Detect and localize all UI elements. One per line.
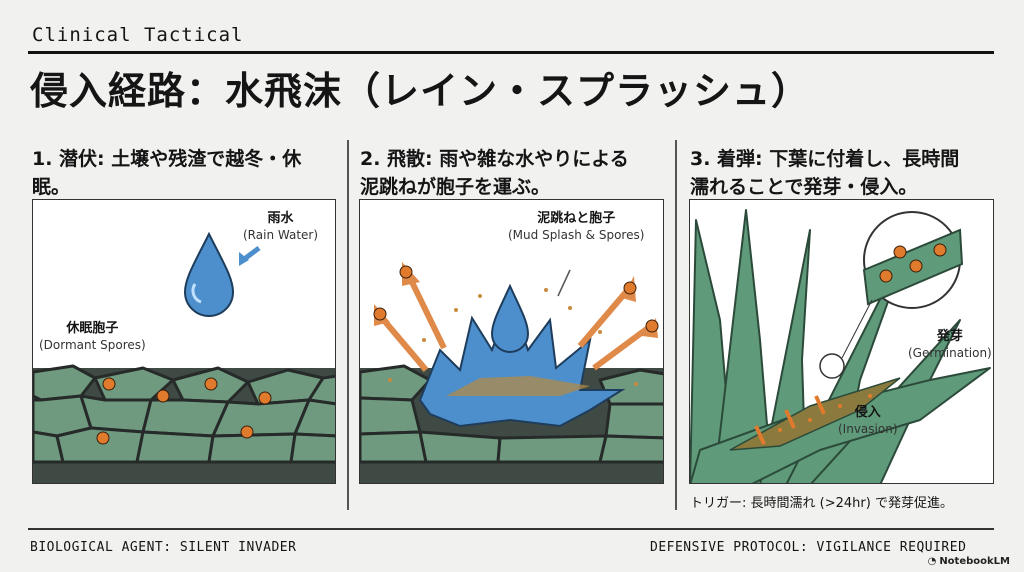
spore-biohazard-icon (96, 377, 272, 445)
page-title: 侵入経路：水飛沫（レイン・スプラッシュ） (30, 69, 811, 113)
notebooklm-logo-icon: ◔ (927, 556, 937, 567)
cracked-soil-surface (33, 364, 335, 464)
cracked-soil-surface (360, 364, 663, 464)
step-3-heading: 3. 着弾: 下葉に付着し、長時間 濡れることで発芽・侵入。 (690, 148, 960, 198)
water-drop-icon (183, 231, 235, 317)
notebooklm-logo: ◔ NotebookLM (927, 556, 1010, 567)
header-rule (28, 51, 994, 54)
column-divider (675, 140, 677, 510)
brand-label: Clinical Tactical (32, 24, 244, 46)
column-divider (347, 140, 349, 510)
water-drop-icon (490, 283, 530, 353)
invasion-arrow-icon (754, 395, 826, 445)
spore-biohazard-icon (373, 265, 659, 333)
zoom-source (819, 353, 845, 379)
trigger-note: トリガー: 長時間濡れ (>24hr) で発芽促進。 (690, 496, 953, 511)
mud-splash-label: 泥跳ねと胞子 (Mud Splash & Spores) (508, 211, 645, 242)
step-1-heading: 1. 潜伏: 土壌や残渣で越冬・休 眠。 (32, 148, 302, 198)
footer-rule (28, 528, 994, 530)
rain-water-label: 雨水 (Rain Water) (243, 211, 319, 242)
spore-biohazard-icon (879, 243, 947, 283)
step-2-panel: 泥跳ねと胞子 (Mud Splash & Spores) (359, 199, 664, 484)
step-1-panel: 雨水 (Rain Water) 休眠胞子 (Dormant Spores) (32, 199, 336, 484)
step-2-heading: 2. 飛散: 雨や雑な水やりによる 泥跳ねが胞子を運ぶ。 (360, 148, 629, 198)
footer-right: DEFENSIVE PROTOCOL: VIGILANCE REQUIRED (650, 540, 967, 555)
footer-left: BIOLOGICAL AGENT: SILENT INVADER (30, 540, 297, 555)
germination-label: 発芽 (Germination) (908, 329, 992, 360)
splash-arrow-icon (379, 276, 650, 372)
step-3-panel: 発芽 (Germination) 侵入 (Invasion) (689, 199, 994, 484)
dormant-spores-label: 休眠胞子 (Dormant Spores) (39, 321, 146, 352)
infected-leaf (729, 377, 901, 451)
invasion-label: 侵入 (Invasion) (838, 405, 898, 436)
